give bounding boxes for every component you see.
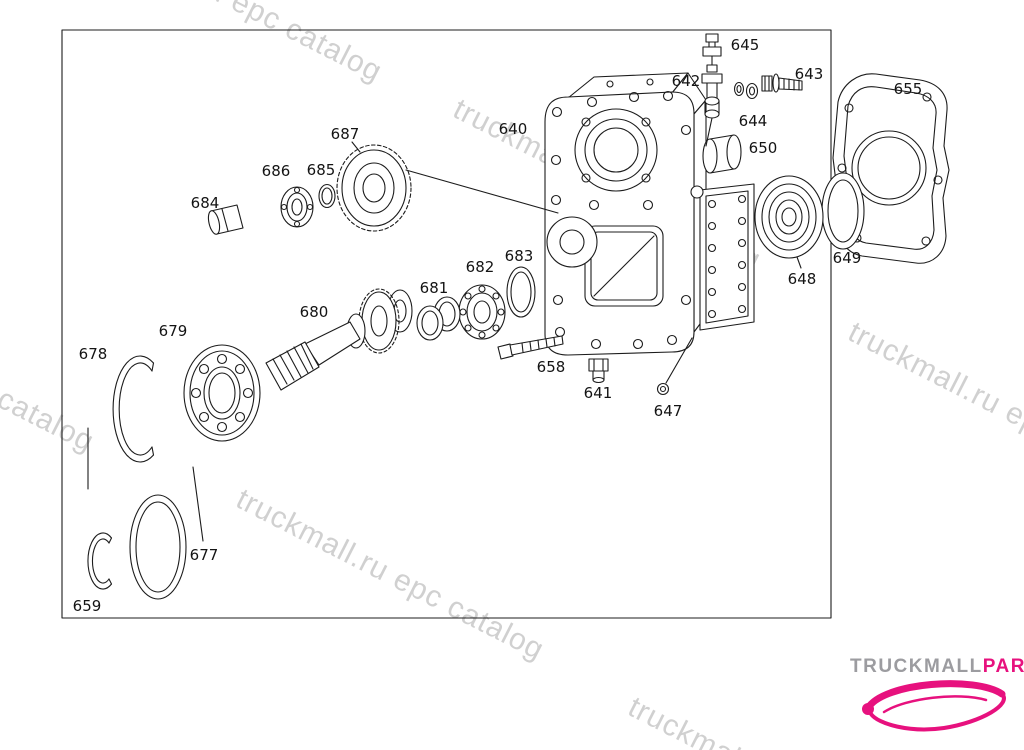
part-645-breather: [702, 33, 722, 73]
brand-logo: TRUCKMALLPARTS: [850, 656, 1024, 736]
logo-brand-text: TRUCKMALL: [850, 656, 983, 677]
part-label-678: 678: [78, 345, 108, 363]
part-label-683: 683: [504, 247, 534, 265]
part-label-659: 659: [72, 597, 102, 615]
part-641-plug: [588, 358, 609, 384]
logo-accent-text: PARTS: [982, 656, 1024, 677]
part-650-bushing: [702, 134, 742, 174]
part-686-bearing: [280, 186, 314, 228]
part-label-645: 645: [730, 36, 760, 54]
part-679-bearing: [183, 344, 261, 442]
part-649-ring: [821, 172, 865, 250]
logo-swoosh-graphic: [862, 680, 1006, 732]
part-681-rings: [416, 296, 461, 341]
part-label-644: 644: [738, 112, 768, 130]
part-label-680: 680: [299, 303, 329, 321]
part-label-682: 682: [465, 258, 495, 276]
part-label-650: 650: [748, 139, 778, 157]
part-643-bolt: [761, 73, 803, 93]
part-label-677: 677: [189, 546, 219, 564]
part-label-687: 687: [330, 125, 360, 143]
part-642-valve: [701, 73, 723, 147]
part-label-684: 684: [190, 194, 220, 212]
part-label-685: 685: [306, 161, 336, 179]
part-680-shaft: [265, 288, 413, 391]
part-label-681: 681: [419, 279, 449, 297]
part-647-washer: [656, 337, 693, 396]
part-685-ring: [318, 183, 336, 209]
part-687-gear: [336, 141, 559, 232]
part-label-658: 658: [536, 358, 566, 376]
part-682-bearing: [458, 284, 506, 340]
logo-text: TRUCKMALLPARTS: [850, 656, 1024, 678]
diagram-frame: [61, 29, 832, 619]
part-label-686: 686: [261, 162, 291, 180]
part-644-washers: [733, 81, 759, 100]
part-label-641: 641: [583, 384, 613, 402]
part-label-655: 655: [893, 80, 923, 98]
part-658-bolt: [497, 335, 564, 360]
part-label-647: 647: [653, 402, 683, 420]
part-684-plunger: [207, 204, 244, 235]
part-640-housing: [544, 72, 707, 356]
part-label-642: 642: [671, 72, 701, 90]
housing-side-plate: [690, 183, 755, 331]
part-683-ring: [506, 266, 536, 318]
part-label-640: 640: [498, 120, 528, 138]
part-label-648: 648: [787, 270, 817, 288]
part-678-snap-ring: [112, 355, 155, 463]
part-label-649: 649: [832, 249, 862, 267]
leader-lines: [87, 427, 204, 542]
part-label-643: 643: [794, 65, 824, 83]
part-677-ring: [129, 494, 187, 600]
part-648-flange: [754, 175, 824, 259]
part-label-679: 679: [158, 322, 188, 340]
part-659-snap-ring: [87, 532, 113, 590]
